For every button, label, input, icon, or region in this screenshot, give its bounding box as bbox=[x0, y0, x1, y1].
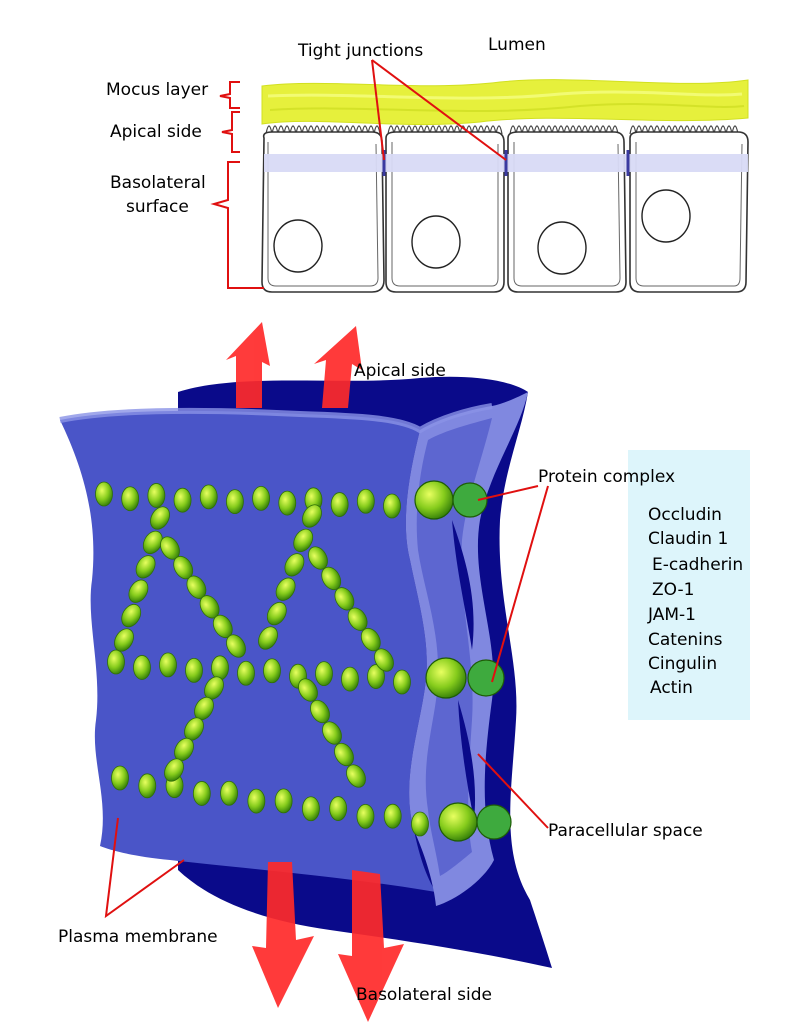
protein-list-item: Actin bbox=[650, 678, 693, 698]
protein-bead bbox=[138, 773, 157, 799]
protein-bead bbox=[411, 811, 429, 837]
protein-bead bbox=[164, 758, 184, 782]
protein-bead bbox=[383, 803, 402, 829]
protein-bead bbox=[247, 788, 266, 814]
protein-bead bbox=[150, 506, 170, 530]
lumen-label: Lumen bbox=[488, 35, 546, 55]
nuclei bbox=[273, 189, 691, 275]
protein-list-item: ZO-1 bbox=[652, 580, 694, 600]
protein-bead bbox=[111, 765, 129, 791]
protein-bead bbox=[263, 658, 281, 684]
apical-arrows bbox=[226, 322, 362, 408]
protein-list-item: Catenins bbox=[648, 630, 723, 650]
protein-bead bbox=[298, 678, 318, 702]
protein-list-item: Claudin 1 bbox=[648, 529, 728, 549]
protein-bead bbox=[142, 530, 163, 555]
protein-bead bbox=[356, 488, 375, 514]
protein-list-item: JAM-1 bbox=[647, 605, 696, 625]
protein-bead bbox=[334, 742, 354, 767]
protein-bead bbox=[199, 484, 218, 510]
basolateral-arrows bbox=[252, 862, 404, 1022]
protein-bead bbox=[159, 652, 177, 678]
protein-bead bbox=[185, 657, 203, 683]
protein-bead bbox=[128, 579, 149, 603]
tight-junctions-label: Tight junctions bbox=[297, 41, 423, 61]
protein-bead bbox=[266, 601, 287, 626]
protein-bead bbox=[310, 699, 330, 724]
paracellular-space bbox=[452, 520, 476, 820]
basolateral-side-label: Basolateral side bbox=[356, 985, 492, 1005]
mucus-layer bbox=[261, 79, 749, 126]
mucus-layer-label: Mocus layer bbox=[106, 80, 208, 100]
protein-bead bbox=[278, 490, 297, 516]
protein-bead bbox=[367, 664, 385, 689]
protein-bead bbox=[147, 483, 166, 508]
apical-side-label: Apical side bbox=[354, 361, 446, 381]
protein-bead bbox=[274, 788, 293, 814]
protein-bead bbox=[173, 487, 192, 513]
protein-bead bbox=[133, 655, 151, 680]
protein-bead bbox=[192, 781, 211, 806]
basolateral-label-line2: surface bbox=[126, 197, 189, 217]
protein-bead bbox=[393, 669, 411, 695]
protein-bead bbox=[220, 780, 238, 806]
protein-bead bbox=[374, 648, 394, 672]
protein-bead bbox=[302, 504, 322, 528]
layer-brackets bbox=[210, 81, 264, 289]
protein-bead bbox=[330, 492, 349, 517]
protein-bead bbox=[315, 661, 333, 687]
protein-strands bbox=[95, 481, 429, 837]
protein-bead bbox=[226, 489, 244, 515]
protein-list-item: Occludin bbox=[648, 505, 722, 525]
protein-bead bbox=[346, 764, 366, 788]
protein-bead bbox=[284, 553, 305, 577]
protein-list: Occludin Claudin 1 E-cadherin ZO-1 JAM-1… bbox=[647, 505, 743, 698]
basolateral-label-line1: Basolateral bbox=[110, 173, 206, 193]
protein-bead bbox=[237, 660, 255, 686]
protein-bead bbox=[211, 655, 229, 681]
protein-bead bbox=[114, 628, 134, 652]
protein-complex-1 bbox=[414, 480, 488, 520]
plasma-membrane-label: Plasma membrane bbox=[58, 927, 218, 947]
epithelium-panel: Tight junctions Lumen Mocus layer Apical… bbox=[106, 35, 749, 293]
protein-bead bbox=[107, 649, 125, 675]
protein-bead bbox=[95, 481, 113, 507]
protein-complex-2 bbox=[425, 657, 505, 699]
callout-lines bbox=[104, 485, 549, 919]
protein-bead bbox=[258, 626, 278, 650]
protein-bead bbox=[341, 666, 359, 692]
protein-bead bbox=[302, 796, 320, 822]
paracellular-space-label: Paracellular space bbox=[548, 821, 703, 841]
protein-bead bbox=[383, 493, 401, 519]
protein-bead bbox=[329, 796, 348, 821]
protein-list-item: E-cadherin bbox=[652, 555, 743, 575]
protein-bead bbox=[356, 803, 375, 829]
protein-bead bbox=[322, 721, 342, 745]
protein-bead bbox=[226, 634, 246, 658]
protein-list-box bbox=[628, 450, 750, 720]
apical-side-label-top: Apical side bbox=[110, 122, 202, 142]
protein-bead bbox=[135, 555, 156, 579]
protein-bead bbox=[293, 528, 314, 553]
membrane-panel: Apical side Protein complex Paracellular… bbox=[58, 322, 750, 1022]
protein-list-item: Cingulin bbox=[648, 654, 717, 674]
tight-junction-callouts bbox=[371, 59, 507, 161]
protein-bead bbox=[121, 486, 140, 512]
protein-bead bbox=[275, 577, 296, 601]
protein-bead bbox=[252, 485, 270, 511]
protein-complex-label: Protein complex bbox=[538, 467, 675, 487]
protein-complexes bbox=[414, 480, 512, 842]
protein-complex-3 bbox=[438, 802, 512, 842]
protein-bead bbox=[121, 603, 142, 628]
